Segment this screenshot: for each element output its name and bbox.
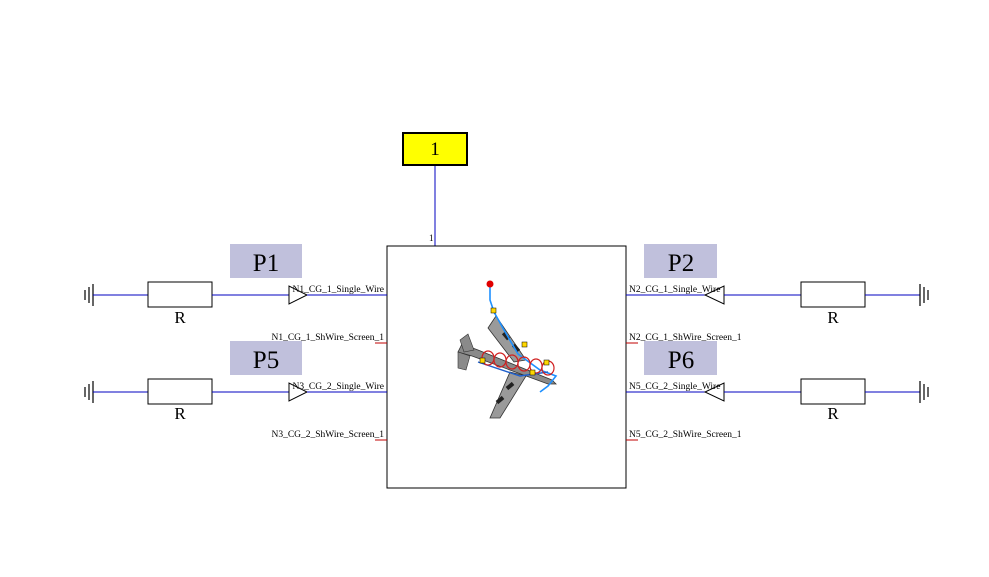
- source-block-label: 1: [430, 139, 440, 160]
- resistor-label: R: [174, 308, 186, 327]
- airplane-icon: [457, 280, 558, 419]
- probe-p6-label: P6: [668, 347, 694, 374]
- pin-label: N1_CG_1_Single_Wire: [293, 285, 384, 295]
- pin-label: N3_CG_2_ShWire_Screen_1: [271, 430, 384, 440]
- probe-p5-label: P5: [253, 347, 279, 374]
- pin-label: N2_CG_1_Single_Wire: [629, 285, 720, 295]
- probe-p5[interactable]: [230, 341, 302, 375]
- resistor-label: R: [827, 308, 839, 327]
- probe-p1[interactable]: [230, 244, 302, 278]
- ground-icon: [919, 284, 929, 306]
- resistor[interactable]: [147, 378, 213, 405]
- probe-p2-label: P2: [668, 250, 694, 277]
- source-block[interactable]: [402, 132, 468, 166]
- resistor[interactable]: [147, 281, 213, 308]
- central-pin-top-label: 1: [429, 233, 434, 243]
- resistor[interactable]: [800, 281, 866, 308]
- pin-label: N5_CG_2_Single_Wire: [629, 382, 720, 392]
- probe-p1-label: P1: [253, 250, 279, 277]
- ground-icon: [84, 284, 94, 306]
- pin-label: N5_CG_2_ShWire_Screen_1: [629, 430, 742, 440]
- resistor[interactable]: [800, 378, 866, 405]
- buffer-icon: [288, 382, 309, 402]
- pin-label: N3_CG_2_Single_Wire: [293, 382, 384, 392]
- ground-icon: [84, 381, 94, 403]
- resistor-label: R: [174, 404, 186, 423]
- resistor-label: R: [827, 404, 839, 423]
- pin-label: N1_CG_1_ShWire_Screen_1: [271, 333, 384, 343]
- pin-label: N2_CG_1_ShWire_Screen_1: [629, 333, 742, 343]
- ground-icon: [919, 381, 929, 403]
- probe-p6[interactable]: [644, 341, 717, 375]
- probe-p2[interactable]: [644, 244, 717, 278]
- buffer-icon: [288, 285, 309, 305]
